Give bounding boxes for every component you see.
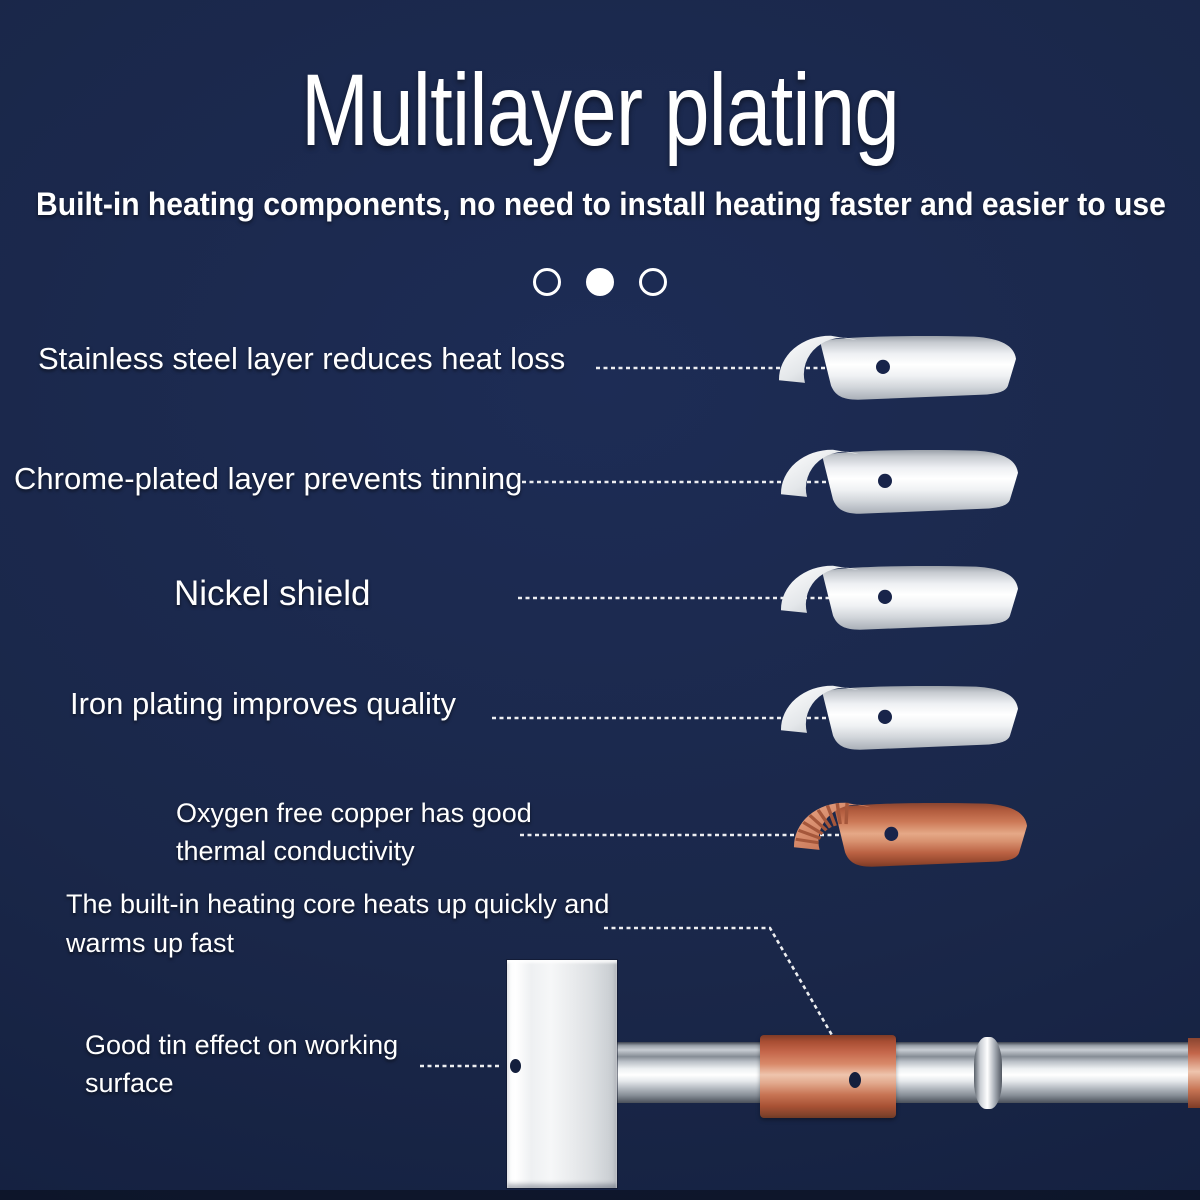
- callout-label-tin-effect: Good tin effect on working surface: [85, 1026, 398, 1102]
- layer-shell-stainless-steel: [778, 335, 1016, 400]
- callout-label-oxygen-free-copper: Oxygen free copper has good thermal cond…: [176, 794, 532, 870]
- layer-shell-copper: [793, 802, 1028, 867]
- callout-line: Iron plating improves quality: [70, 686, 456, 721]
- callout-line: thermal conductivity: [176, 836, 415, 866]
- callout-label-heating-core: The built-in heating core heats up quick…: [66, 885, 609, 963]
- heater-rod: [617, 1042, 1200, 1103]
- pin-hole-icon: [878, 589, 892, 604]
- bottom-edge-shadow: [0, 1190, 1200, 1200]
- copper-heating-band: [760, 1035, 896, 1118]
- callout-line: surface: [85, 1068, 174, 1098]
- rod-end-copper: [1188, 1038, 1200, 1108]
- layer-shell-iron: [780, 685, 1018, 750]
- pin-hole-icon: [876, 359, 890, 374]
- pin-hole-icon: [878, 709, 892, 724]
- callout-label-iron-plating: Iron plating improves quality: [70, 686, 456, 722]
- callout-line: Good tin effect on working: [85, 1030, 399, 1060]
- callout-label-nickel-shield: Nickel shield: [174, 574, 370, 614]
- pin-hole-icon: [878, 473, 892, 488]
- rod-collar-ring: [974, 1037, 1002, 1109]
- tip-bar-hole-icon: [510, 1059, 521, 1073]
- callout-label-stainless-steel: Stainless steel layer reduces heat loss: [38, 341, 565, 377]
- callout-label-chrome-plated: Chrome-plated layer prevents tinning: [14, 461, 522, 497]
- layer-shell-nickel: [780, 565, 1018, 630]
- callout-line: The built-in heating core heats up quick…: [66, 889, 610, 919]
- callout-line: Nickel shield: [174, 574, 371, 613]
- pin-hole-icon: [884, 826, 899, 841]
- carousel-dot-1[interactable]: [533, 268, 561, 296]
- tip-bar: [507, 960, 617, 1188]
- page-subtitle: Built-in heating components, no need to …: [36, 186, 1166, 222]
- carousel-dot-3[interactable]: [639, 268, 667, 296]
- page-title: Multilayer plating: [301, 53, 900, 167]
- callout-line: Stainless steel layer reduces heat loss: [38, 341, 566, 376]
- callout-line: Oxygen free copper has good: [176, 798, 532, 828]
- copper-band-hole-icon: [849, 1072, 861, 1088]
- callout-line: warms up fast: [66, 928, 235, 958]
- callout-line: Chrome-plated layer prevents tinning: [14, 461, 523, 496]
- layer-shell-chrome-plated: [780, 449, 1018, 514]
- carousel-dot-2[interactable]: [586, 268, 614, 296]
- carousel-dots: [0, 268, 1200, 296]
- copper-end-stripes: [795, 802, 849, 845]
